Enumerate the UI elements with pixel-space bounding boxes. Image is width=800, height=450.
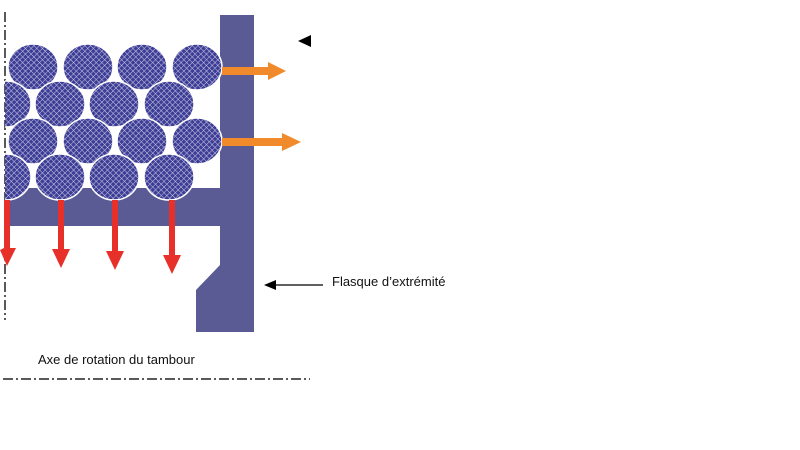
drum-axis-label: Axe de rotation du tambour [38,352,195,367]
rope-turn [116,43,168,91]
rope-turn [143,153,195,201]
barrel-force-arrows [0,200,181,274]
barrel-force-arrow [106,200,124,270]
rope-turn [143,80,195,128]
barrel-force-arrow [52,200,70,268]
rope-turn [62,43,114,91]
rope-turn [7,117,59,165]
rope-turn [7,43,59,91]
rope-windings [5,43,223,201]
rope-turn [34,153,86,201]
rope-turn [5,80,32,128]
flange-force-arrows [222,62,301,151]
pointer-arrowhead [298,35,311,47]
barrel-force-arrow [163,200,181,274]
end-flange [196,15,254,332]
rope-turn [34,80,86,128]
rope-turn [116,117,168,165]
rope-turn [88,80,140,128]
end-flange-label: Flasque d’extrémité [332,274,446,289]
barrel-force-arrow [0,200,16,266]
rope-turn [62,117,114,165]
flange-force-arrow [222,62,286,80]
flange-leader-arrowhead [264,280,276,290]
rope-turn [88,153,140,201]
flange-force-arrow [222,133,301,151]
